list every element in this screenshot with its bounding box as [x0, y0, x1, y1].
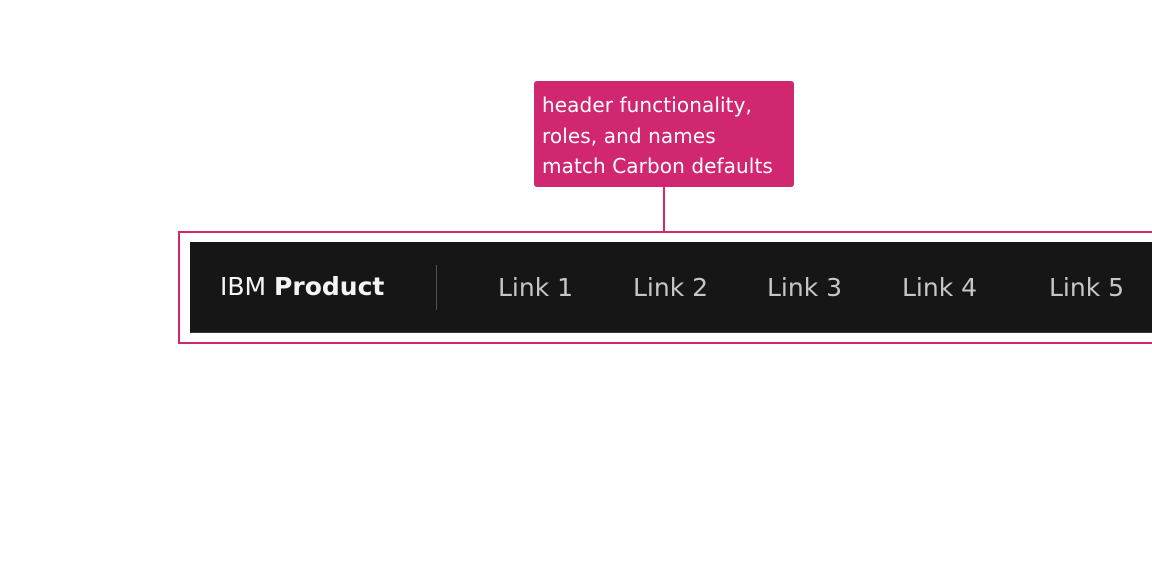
header-nav-link-3[interactable]: Link 3	[767, 273, 843, 302]
header-nav-link-2[interactable]: Link 2	[633, 273, 709, 302]
annotation-highlight-frame	[178, 231, 1152, 344]
annotation-line: roles, and names	[542, 123, 716, 148]
header-brand-link[interactable]: IBM Product	[220, 242, 384, 332]
header-nav-link-1[interactable]: Link 1	[498, 273, 574, 302]
brand-prefix: IBM	[220, 272, 267, 301]
header-nav-link-4[interactable]: Link 4	[902, 273, 978, 302]
annotation-line: match Carbon defaults	[542, 154, 773, 178]
annotation-callout: header functionality, roles, and names m…	[534, 81, 794, 187]
ui-shell-header: IBM Product Link 1 Link 2 Link 3 Link 4 …	[190, 242, 1152, 333]
header-divider	[436, 265, 437, 310]
brand-product-name: Product	[274, 272, 385, 301]
annotation-line: header functionality,	[542, 93, 753, 117]
annotation-connector-line	[663, 187, 665, 232]
header-nav-link-5[interactable]: Link 5	[1049, 273, 1125, 302]
